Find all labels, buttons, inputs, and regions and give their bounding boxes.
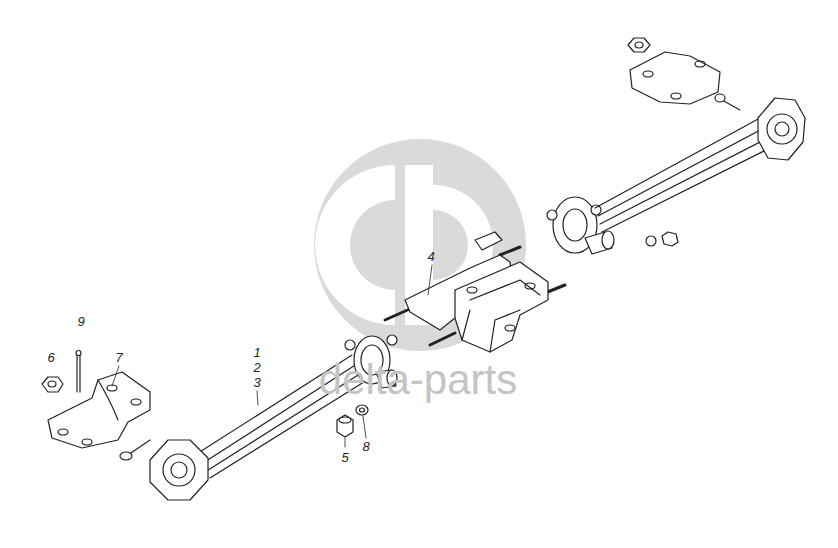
- leader-lines: [112, 265, 432, 447]
- callout-number: 2: [253, 361, 260, 374]
- callout-number: 5: [341, 451, 348, 464]
- washer: [356, 405, 368, 415]
- callout-number: 4: [427, 250, 434, 263]
- callout-number: 9: [77, 315, 84, 328]
- callout-number: 6: [47, 351, 54, 364]
- cotter-pin: [76, 351, 81, 393]
- callout-number: 7: [115, 351, 122, 364]
- callout-number: 1: [253, 346, 260, 359]
- callout-number: 3: [253, 376, 260, 389]
- nut: [337, 415, 353, 437]
- callout-number: 8: [362, 440, 369, 453]
- castle-nut: [42, 377, 63, 392]
- reaction-rod: [547, 38, 805, 254]
- center-bracket: [385, 232, 565, 352]
- watermark: delta-parts: [319, 359, 517, 401]
